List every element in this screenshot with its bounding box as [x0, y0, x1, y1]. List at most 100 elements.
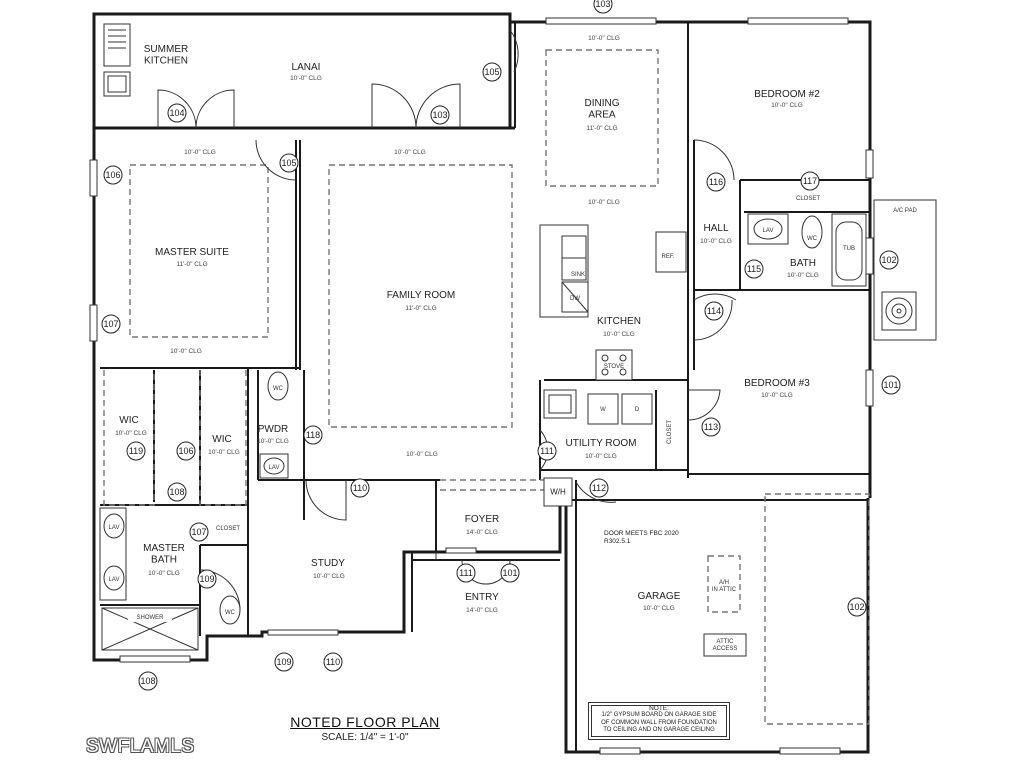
wic2-name: WIC [212, 434, 231, 445]
wc-label-pwdr: WC [273, 386, 284, 392]
door-tag-label: 104 [169, 108, 184, 118]
door-tag-label: 111 [459, 568, 473, 578]
door-tag-104: 104 [167, 103, 187, 123]
master-suite-clg-bottom: 10'-0" CLG [170, 348, 202, 355]
dining-tray-ceiling [545, 49, 659, 187]
door-tag-label: 119 [129, 446, 143, 456]
door-tag-label: 106 [105, 170, 120, 180]
kitchen-name: KITCHEN [597, 316, 641, 327]
dw-label: DW [570, 296, 580, 302]
powder-toilet [267, 371, 289, 401]
dining-clg: 11'-0" CLG [586, 125, 617, 132]
family-name: FAMILY ROOM [387, 290, 456, 301]
plan-scale: SCALE: 1/4" = 1'-0" [321, 732, 409, 743]
washer [587, 393, 619, 425]
dryer [621, 393, 653, 425]
dryer-label: D [635, 407, 640, 413]
door-tag-112: 112 [589, 478, 609, 498]
door-tag-106: 106 [176, 441, 196, 461]
study-clg: 10'-0" CLG [313, 573, 345, 580]
door-tag-102: 102 [847, 597, 867, 617]
wic1-name: WIC [119, 415, 138, 426]
foyer-name: FOYER [465, 514, 499, 525]
door-tag-107: 107 [101, 314, 121, 334]
water-heater [543, 477, 573, 507]
door-tag-label: 112 [592, 483, 606, 493]
summer-kitchen-grill [103, 23, 131, 67]
door-tag-118: 118 [303, 425, 323, 445]
stove [595, 349, 633, 381]
utility-clg: 10'-0" CLG [585, 453, 617, 460]
door-tag-label: 109 [276, 657, 291, 667]
garage-note-text: 1/2" GYPSUM BOARD ON GARAGE SIDE OF COMM… [601, 712, 717, 733]
door-tag-label: 108 [169, 487, 184, 497]
door-tag-109: 109 [274, 652, 294, 672]
master-toilet [219, 595, 241, 625]
wc-label-bath: WC [807, 236, 818, 242]
garage-note-title: NOTE: [649, 705, 669, 712]
door-tag-label: 101 [883, 380, 898, 390]
study-name: STUDY [311, 558, 345, 569]
door-tag-label: 109 [199, 574, 214, 584]
closet-label-bath: CLOSET [796, 196, 820, 202]
master-bath-vanity [99, 507, 127, 601]
entry-clg: 14'-0" CLG [466, 607, 498, 614]
ref-label: REF. [661, 254, 674, 260]
ceiling-outlines [103, 49, 870, 725]
door-tag-113: 113 [701, 417, 721, 437]
master-bath-clg: 10'-0" CLG [148, 570, 180, 577]
wic2-clg: 10'-0" CLG [208, 449, 240, 456]
garage-note-box: NOTE: 1/2" GYPSUM BOARD ON GARAGE SIDE O… [588, 702, 730, 740]
door-tag-label: 106 [178, 446, 193, 456]
door-tag-103: 103 [430, 105, 450, 125]
wic1-clg: 10'-0" CLG [115, 430, 147, 437]
door-tag-label: 105 [484, 67, 499, 77]
master-suite-name: MASTER SUITE [155, 247, 229, 258]
bath-toilet [801, 215, 823, 249]
door-tag-101: 101 [881, 375, 901, 395]
air-handler [707, 555, 741, 613]
lav-label-mb2: LAV [109, 577, 120, 583]
sink-label: SINK [571, 272, 585, 278]
utility-name: UTILITY ROOM [566, 438, 637, 449]
refrigerator [655, 231, 687, 273]
plan-title-block: NOTED FLOOR PLAN SCALE: 1/4" = 1'-0" [270, 714, 460, 743]
door-tag-label: 117 [803, 176, 817, 186]
foyer-clg: 14'-0" CLG [466, 529, 498, 536]
door-tag-label: 102 [881, 255, 896, 265]
family-clg-top: 10'-0" CLG [394, 149, 426, 156]
dining-clg-bottom: 10'-0" CLG [588, 199, 620, 206]
door-tag-108: 108 [167, 482, 187, 502]
fixtures: SINK DW REF. STOVE W D W/H CLOSET LAV WC… [99, 23, 937, 657]
door-tag-label: 108 [140, 676, 155, 686]
door-tag-label: 102 [849, 602, 864, 612]
garage-clg: 10'-0" CLG [643, 605, 675, 612]
door-tag-label: 110 [326, 657, 340, 667]
closet-label-mb: CLOSET [216, 526, 240, 532]
garage-name: GARAGE [638, 591, 681, 602]
door-tag-label: 107 [103, 319, 118, 329]
wh-label: W/H [550, 488, 566, 497]
family-clg-bottom: 10'-0" CLG [406, 451, 438, 458]
attic-access [703, 633, 747, 657]
closet-label-utility: CLOSET [667, 420, 673, 444]
ac-pad-label: A/C PAD [893, 208, 917, 214]
lanai-clg: 10'-0" CLG [290, 75, 322, 82]
lav-label-pwdr: LAV [269, 465, 280, 471]
bath-clg: 10'-0" CLG [787, 272, 819, 279]
entry-name: ENTRY [465, 592, 499, 603]
door-tag-111: 111 [537, 441, 557, 461]
door-tag-115: 115 [744, 259, 764, 279]
kitchen-clg: 10'-0" CLG [603, 331, 635, 338]
pwdr-clg: 10'-0" CLG [257, 438, 289, 445]
pwdr-name: PWDR [258, 424, 289, 435]
hall-name: HALL [703, 223, 728, 234]
door-tag-label: 114 [707, 306, 721, 316]
door-tag-107: 107 [189, 522, 209, 542]
family-clg: 11'-0" CLG [405, 305, 436, 312]
